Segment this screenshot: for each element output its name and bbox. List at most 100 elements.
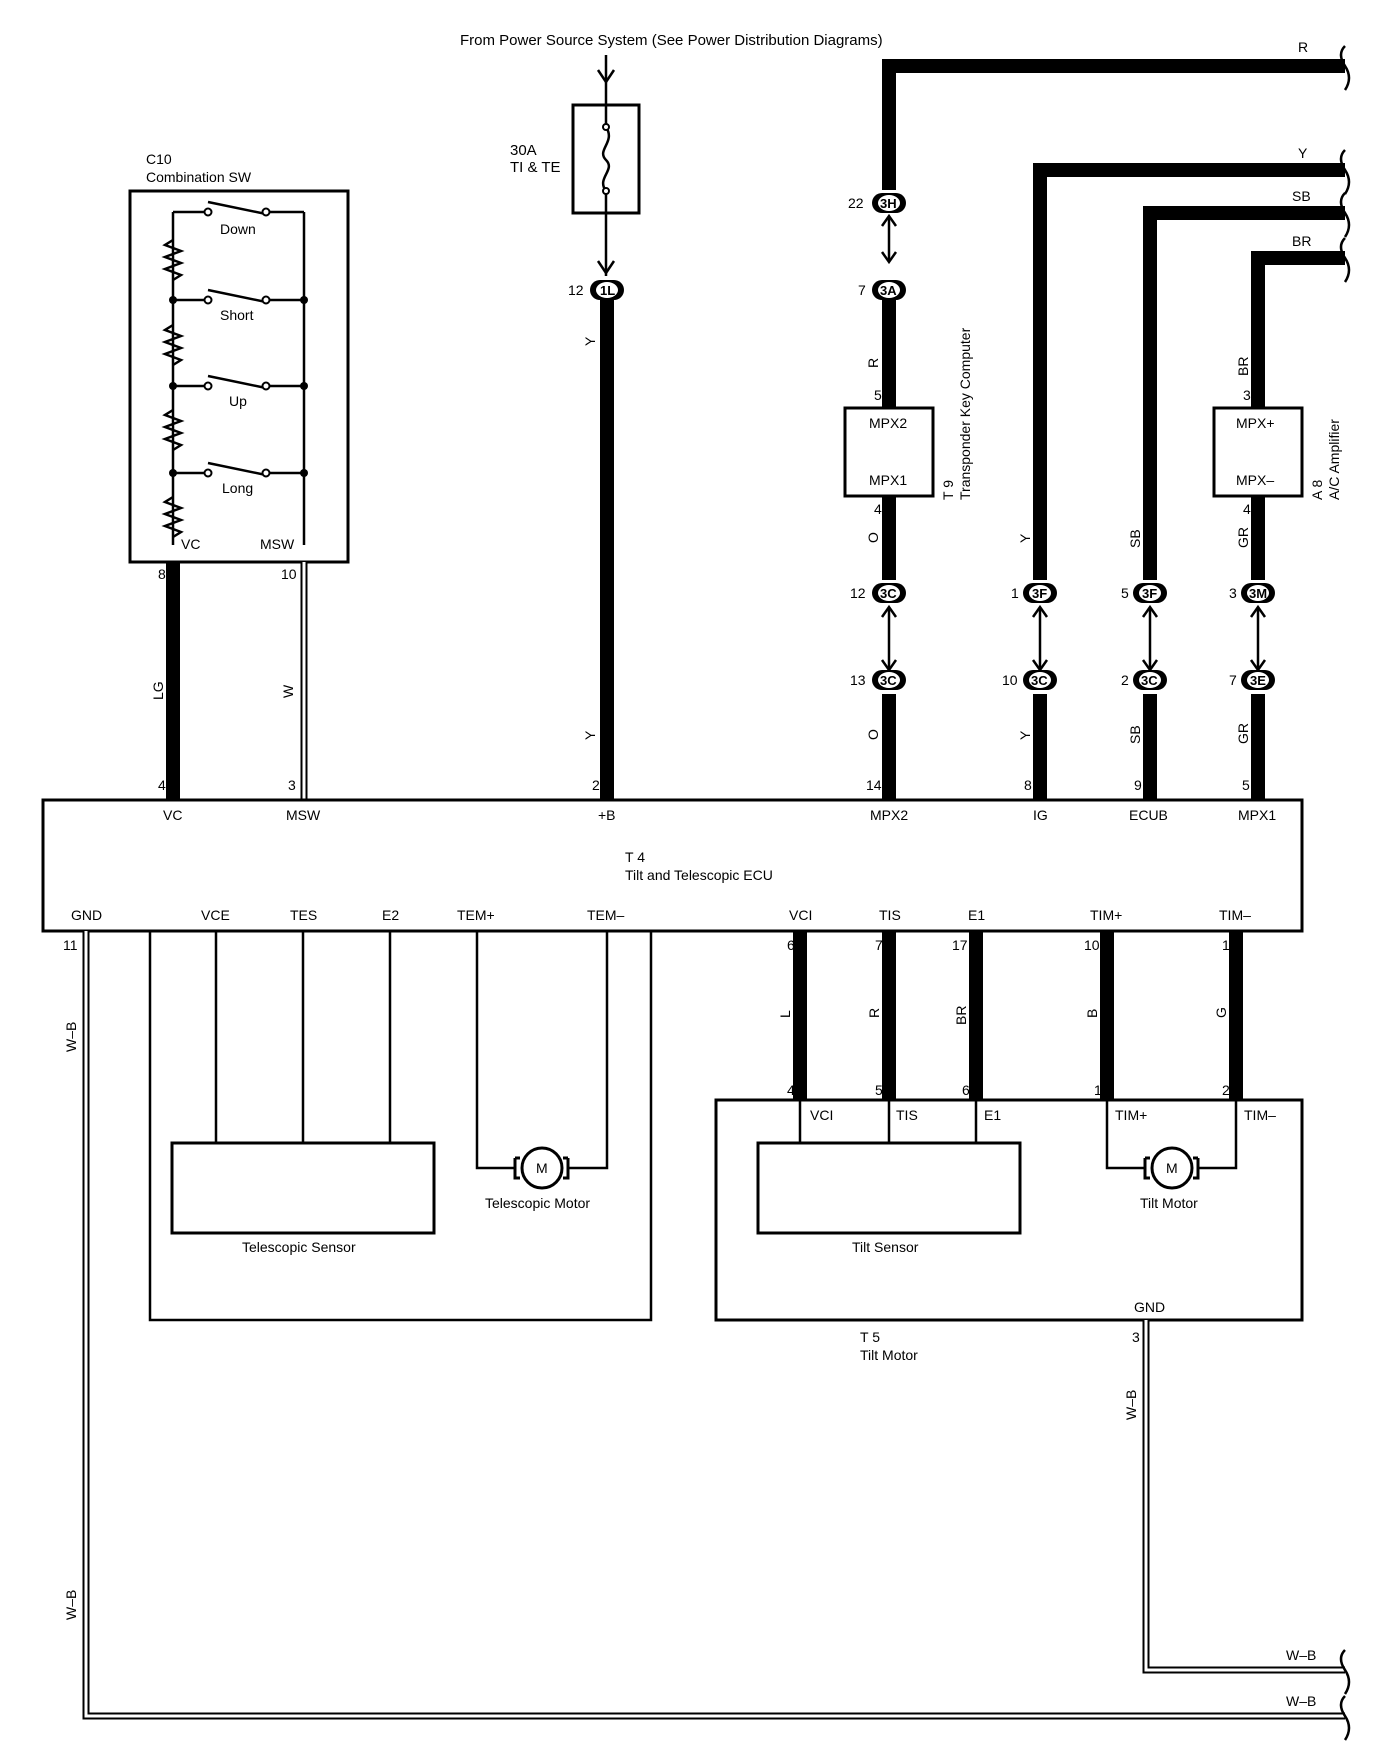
power-source-label: From Power Source System (See Power Dist…	[460, 32, 883, 49]
wire-color-o: O	[865, 729, 881, 740]
fuse-terminal	[602, 123, 610, 131]
connector-3H: 3H 22	[848, 193, 906, 213]
resistor-icon	[161, 238, 185, 282]
junction-dot	[300, 296, 308, 304]
telescopic-sensor-label: Telescopic Sensor	[242, 1239, 356, 1255]
pin-number: 9	[1134, 777, 1142, 793]
pin-number: 7	[875, 937, 883, 953]
fuse-rating: 30A	[510, 142, 537, 159]
switch-contact	[203, 295, 213, 305]
ecu-terminal: GND	[71, 907, 102, 923]
svg-text:M: M	[536, 1160, 548, 1176]
junction-dot	[169, 382, 177, 390]
wire-y-ig	[1033, 163, 1345, 580]
switch-contact	[261, 381, 271, 391]
svg-text:10: 10	[1002, 672, 1018, 688]
combination-sw-id: C10	[146, 151, 172, 167]
ecu-terminal: TIS	[879, 907, 901, 923]
tilt-motor-label: Tilt Motor	[1140, 1195, 1198, 1211]
wire-color-g: G	[1213, 1007, 1229, 1018]
switch-long-label: Long	[222, 480, 253, 496]
tilt-terminal: TIS	[896, 1107, 918, 1123]
svg-text:1: 1	[1011, 585, 1019, 601]
transponder-terminal: MPX2	[869, 415, 907, 431]
svg-text:3F: 3F	[1032, 586, 1047, 601]
tilt-assy-id: T 5	[860, 1329, 880, 1345]
transponder-id: T 9	[940, 480, 956, 500]
switch-down-label: Down	[220, 221, 256, 237]
transponder-terminal: MPX1	[869, 472, 907, 488]
connector-3C: 3C 2	[1121, 670, 1167, 690]
svg-text:3E: 3E	[1250, 673, 1266, 688]
wire-break-icon	[1339, 192, 1351, 238]
wire-color-r: R	[1298, 39, 1308, 55]
wire-color-sb: SB	[1292, 188, 1311, 204]
ecu-terminal: VC	[163, 807, 182, 823]
telescopic-motor-icon: M	[513, 1146, 570, 1190]
ecu-terminal: ECUB	[1129, 807, 1168, 823]
wire-color-br: BR	[1292, 233, 1311, 249]
junction-dot	[169, 469, 177, 477]
tilt-sensor-wires	[798, 1100, 978, 1143]
wire-color-wb: W–B	[1286, 1647, 1316, 1663]
wire-color-b: B	[1084, 1009, 1100, 1018]
svg-text:7: 7	[858, 282, 866, 298]
connector-3M: 3M 3	[1229, 583, 1275, 603]
ecu-terminal: TIM+	[1090, 907, 1122, 923]
wire-r-top	[882, 59, 1345, 190]
resistor-icon	[161, 323, 185, 367]
telescopic-motor-wires	[475, 931, 609, 1170]
connector-3C: 3C 10	[1002, 670, 1057, 690]
svg-text:3H: 3H	[880, 196, 897, 211]
connector-3F: 3F 1	[1011, 583, 1057, 603]
transponder-box	[843, 406, 935, 498]
transponder-name: Transponder Key Computer	[957, 327, 973, 500]
wire-color-y: Y	[1017, 533, 1033, 543]
tilt-terminal-gnd: GND	[1134, 1299, 1165, 1315]
ecu-terminal: E2	[382, 907, 399, 923]
svg-text:3C: 3C	[880, 673, 897, 688]
pin-number: 10	[1084, 937, 1100, 953]
ecu-terminal: TES	[290, 907, 317, 923]
resistor-icon	[161, 408, 185, 452]
wire-break-icon	[1339, 237, 1351, 283]
ac-amp-name: A/C Amplifier	[1326, 419, 1342, 500]
tilt-motor-icon: M	[1143, 1146, 1200, 1190]
switch-contact	[261, 295, 271, 305]
wire-color-wb: W–B	[63, 1022, 79, 1052]
junction-arrow	[596, 260, 616, 276]
svg-text:3F: 3F	[1142, 586, 1157, 601]
svg-text:7: 7	[1229, 672, 1237, 688]
fuse-element	[601, 126, 611, 192]
pin-number: 3	[1132, 1329, 1140, 1345]
combination-sw-name: Combination SW	[146, 169, 252, 185]
tilt-motor-wires	[1105, 1100, 1238, 1170]
combination-sw-rails	[171, 212, 306, 545]
wire-color-o: O	[865, 532, 881, 543]
wire-break-icon	[1339, 1695, 1351, 1741]
ecu-name: Tilt and Telescopic ECU	[625, 867, 773, 883]
wire-color-sb: SB	[1127, 725, 1143, 744]
connector-3F: 3F 5	[1121, 583, 1167, 603]
wire-color-y: Y	[582, 336, 598, 346]
junction-dot	[300, 469, 308, 477]
switch-contact	[203, 381, 213, 391]
wire-color-wb: W–B	[63, 1590, 79, 1620]
telescopic-motor-label: Telescopic Motor	[485, 1195, 590, 1211]
svg-text:3M: 3M	[1249, 586, 1267, 601]
ac-amp-terminal: MPX+	[1236, 415, 1275, 431]
ecu-terminal: MSW	[286, 807, 321, 823]
terminal-vc: VC	[181, 536, 200, 552]
wire-color-y: Y	[1017, 730, 1033, 740]
pin-number: 2	[1222, 1082, 1230, 1098]
pin-number: 5	[875, 1082, 883, 1098]
resistor-icon	[161, 495, 185, 539]
connector-3C: 3C 12	[850, 583, 906, 603]
wire-color-y: Y	[582, 730, 598, 740]
connector-3C: 3C 13	[850, 670, 906, 690]
wire-color-br: BR	[1235, 357, 1251, 376]
pin-number: 17	[952, 937, 968, 953]
ecu-terminal: VCI	[789, 907, 812, 923]
wire-color-wb: W–B	[1286, 1693, 1316, 1709]
svg-text:13: 13	[850, 672, 866, 688]
